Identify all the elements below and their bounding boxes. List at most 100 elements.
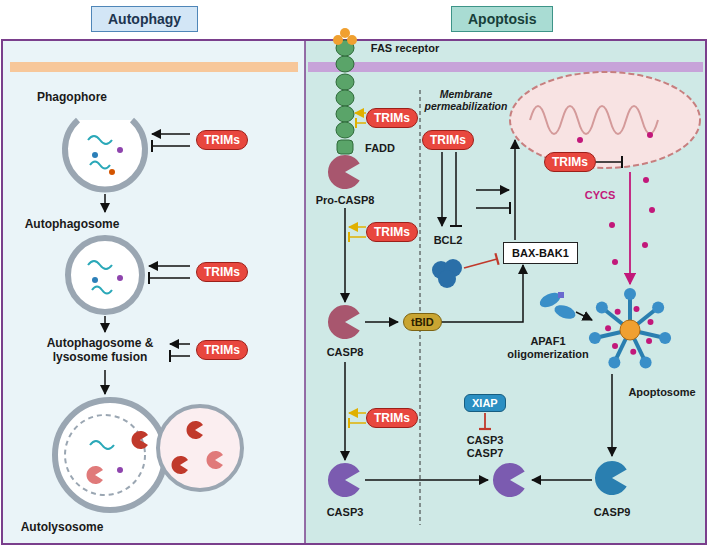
inhibition-bar [509, 202, 511, 214]
arrow [532, 479, 592, 481]
cycs-dot [634, 306, 640, 312]
activation-arrow [349, 226, 366, 228]
inhibition-line [149, 277, 190, 279]
membrane-bar [10, 62, 298, 72]
label: CASP8 [327, 346, 364, 359]
cargo [117, 147, 123, 153]
apoptosome [589, 288, 671, 368]
caspase-8 [328, 305, 360, 339]
label: Autolysosome [21, 521, 104, 535]
lysosomal-enzyme [172, 456, 188, 474]
trims-box: TRIMs [196, 130, 248, 150]
cargo [117, 467, 123, 473]
node-text: Apoptosis [468, 11, 536, 27]
label: Pro-CASP8 [316, 194, 375, 207]
inhibition-line [476, 207, 510, 209]
cargo [92, 287, 112, 294]
apaf1-head [589, 332, 601, 344]
cycs-dot [609, 222, 615, 228]
cycs-dot [612, 343, 618, 349]
node-text: TRIMs [374, 225, 410, 239]
fas-receptor [336, 106, 354, 122]
cargo [90, 441, 114, 449]
label: BCL2 [434, 234, 463, 247]
arrow [344, 362, 346, 460]
apaf1-head [659, 332, 671, 344]
label: FADD [365, 142, 395, 155]
cargo [90, 162, 110, 169]
inhibition-bar [450, 225, 462, 227]
inhibition-line [484, 413, 486, 429]
inhibition-line [596, 161, 622, 163]
cycs-dot [646, 338, 652, 344]
cycs-dot [649, 207, 655, 213]
node-text: BAX-BAK1 [512, 247, 569, 259]
apaf1-domain [558, 292, 564, 298]
membrane-bar [308, 62, 703, 72]
fas-receptor [336, 74, 354, 90]
trims-box: TRIMs [366, 108, 418, 128]
connector-arrow [442, 265, 523, 322]
protein-box: XIAP [464, 394, 506, 412]
inhibition-bar [169, 350, 171, 362]
label: Autophagosome & lysosome fusion [41, 337, 159, 365]
activation-arrow [476, 189, 509, 191]
activation-arrow [149, 265, 190, 267]
autophagosome [68, 238, 142, 312]
lysosomal-enzyme [187, 421, 203, 439]
inhibition-line [455, 152, 457, 226]
protein-box: BAX-BAK1 [503, 242, 578, 264]
trims-box: TRIMs [422, 130, 474, 150]
activation-arrow [441, 152, 443, 226]
trims-box: TRIMs [366, 222, 418, 242]
label: APAF1 oligomerization [501, 335, 596, 360]
cristae [530, 106, 658, 134]
label: Apoptosome [628, 386, 695, 399]
node-text: TRIMs [204, 343, 240, 357]
inhibition-bar [151, 140, 153, 152]
protein-box: tBID [403, 313, 442, 331]
lysosomal-enzyme [87, 466, 103, 484]
cycs-dot [643, 177, 649, 183]
activation-arrow [170, 343, 190, 345]
cargo [109, 169, 115, 175]
inhibition-bar [355, 118, 357, 128]
fas-receptor [336, 122, 354, 138]
bcl2-protein [438, 270, 456, 288]
activation-arrow [349, 412, 366, 414]
node-text: TRIMs [552, 155, 588, 169]
label: Autophagosome [25, 218, 120, 232]
lysosome [158, 406, 242, 490]
node-text: TRIMs [374, 111, 410, 125]
caspase-3-7 [493, 463, 525, 497]
inhibition-line [356, 122, 366, 124]
cargo [88, 261, 112, 269]
fas-receptor [336, 56, 354, 72]
activation-arrow [355, 112, 366, 114]
inhibition-bar [495, 253, 498, 265]
cycs-dot [612, 259, 618, 265]
lysosomal-enzyme [132, 431, 148, 449]
label: FAS receptor [371, 42, 439, 55]
inner-membrane [65, 415, 145, 495]
apaf1-head [608, 356, 620, 368]
inhibition-bar [148, 272, 150, 284]
mitochondrion [510, 72, 700, 168]
apaf1-head [652, 302, 664, 314]
inhibition-bar [348, 232, 350, 242]
apaf1-head [624, 288, 636, 300]
cycs-dot [647, 132, 653, 138]
apoptosis-panel [305, 40, 706, 544]
cycs-dot [605, 325, 611, 331]
trims-box: TRIMs [196, 262, 248, 282]
caspase-3 [328, 463, 360, 497]
node-text: TRIMs [374, 411, 410, 425]
inhibition-line [464, 259, 497, 268]
arrow [514, 140, 516, 240]
inhibition-bar [621, 156, 623, 168]
inhibition-line [349, 236, 366, 238]
node-text: TRIMs [204, 265, 240, 279]
